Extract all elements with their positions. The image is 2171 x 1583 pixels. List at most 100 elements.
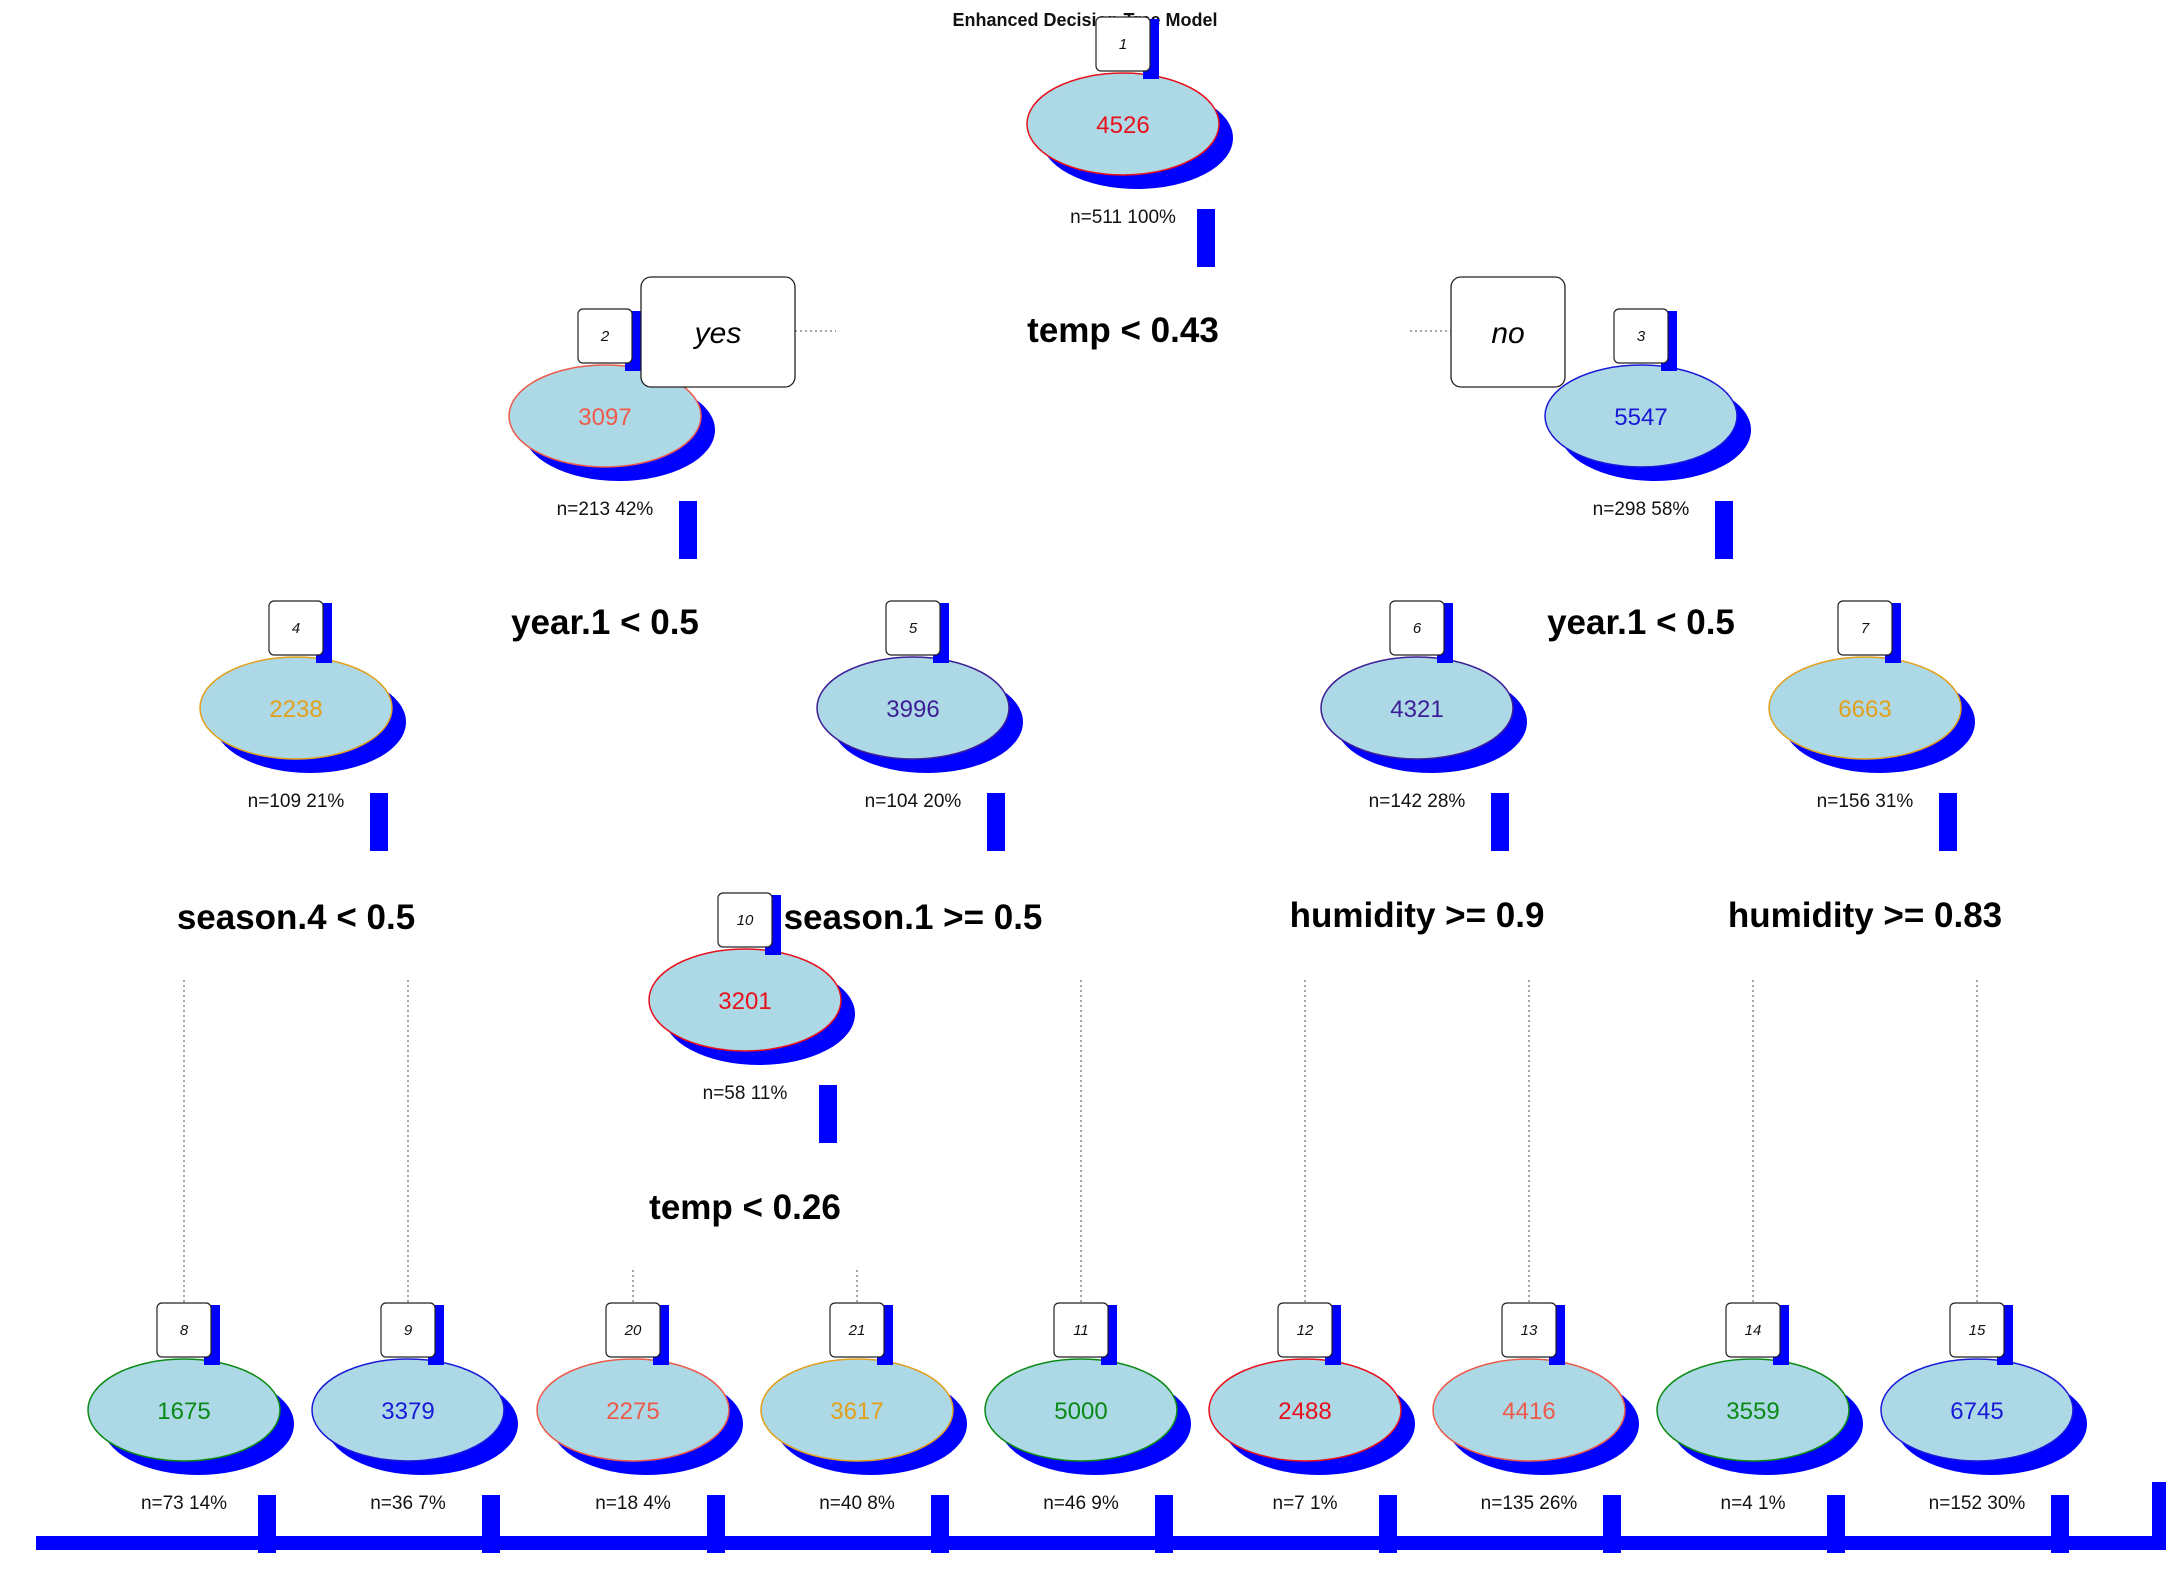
node-id-box: [885, 600, 941, 656]
node-shadow-bar: [258, 1495, 276, 1553]
node-id-label: 8: [180, 1322, 189, 1339]
node-ellipse: [1544, 364, 1738, 468]
node-id-box: [829, 1302, 885, 1358]
node-ellipse: [311, 1358, 505, 1462]
node-value: 3379: [381, 1398, 434, 1425]
node-value: 4321: [1390, 696, 1443, 723]
node-shadow-bar: [1715, 501, 1733, 559]
node-stats: n=36 7%: [370, 1493, 446, 1514]
node-stats: n=142 28%: [1369, 791, 1466, 812]
node-ellipse: [1768, 656, 1962, 760]
node-ellipse: [1208, 1358, 1402, 1462]
node-ellipse: [648, 948, 842, 1052]
node-shadow-bar: [931, 1495, 949, 1553]
node-shadow-bar: [679, 501, 697, 559]
node-id-box: [577, 308, 633, 364]
node-id-box: [1389, 600, 1445, 656]
bottom-shadow-bar: [36, 1536, 2166, 1550]
node-stats: n=104 20%: [865, 791, 962, 812]
split-rule-label: temp < 0.26: [649, 1188, 841, 1227]
node-ellipse: [760, 1358, 954, 1462]
node-shadow-bar: [1379, 1495, 1397, 1553]
node-shadow-bar: [482, 1495, 500, 1553]
node-stats: n=135 26%: [1481, 1493, 1578, 1514]
node-id-box: [1949, 1302, 2005, 1358]
tree-node: 15 6745 n=152 30%: [1880, 1302, 2087, 1553]
node-ellipse: [1320, 656, 1514, 760]
node-ellipse: [1026, 72, 1220, 176]
tree-node: 13 4416 n=135 26%: [1432, 1302, 1639, 1553]
node-ellipse: [508, 364, 702, 468]
node-stats: n=58 11%: [703, 1083, 788, 1104]
node-id-label: 1: [1119, 36, 1127, 53]
node-id-box: [1725, 1302, 1781, 1358]
node-stats: n=156 31%: [1817, 791, 1914, 812]
node-stats: n=213 42%: [557, 499, 654, 520]
split-rule-label: year.1 < 0.5: [1547, 603, 1735, 642]
node-id-label: 15: [1969, 1322, 1986, 1339]
node-ellipse: [984, 1358, 1178, 1462]
split-rule-label: humidity >= 0.83: [1728, 896, 2002, 935]
node-id-label: 12: [1297, 1322, 1314, 1339]
node-id-box: [1837, 600, 1893, 656]
node-value: 3201: [718, 988, 771, 1015]
node-id-box: [156, 1302, 212, 1358]
node-value: 2275: [606, 1398, 659, 1425]
node-shadow-bar: [819, 1085, 837, 1143]
node-id-label: 21: [848, 1322, 866, 1339]
node-stats: n=40 8%: [819, 1493, 895, 1514]
node-value: 3617: [830, 1398, 883, 1425]
branch-no: no: [1450, 276, 1566, 388]
node-id-box: [1613, 308, 1669, 364]
node-value: 1675: [157, 1398, 210, 1425]
node-id-box: [380, 1302, 436, 1358]
node-ellipse: [816, 656, 1010, 760]
node-stats: n=7 1%: [1273, 1493, 1338, 1514]
tree-node: 6 4321 n=142 28%: [1320, 600, 1527, 851]
node-shadow-bar: [2051, 1495, 2069, 1553]
node-stats: n=152 30%: [1929, 1493, 2026, 1514]
node-value: 5000: [1054, 1398, 1107, 1425]
node-id-label: 6: [1413, 620, 1422, 637]
node-id-box: [1053, 1302, 1109, 1358]
node-value: 2238: [269, 696, 322, 723]
node-id-box: [1095, 16, 1151, 72]
node-stats: n=46 9%: [1043, 1493, 1119, 1514]
node-ellipse: [1656, 1358, 1850, 1462]
node-id-box: [605, 1302, 661, 1358]
tree-node: 21 3617 n=40 8%: [760, 1302, 967, 1553]
node-value: 6745: [1950, 1398, 2003, 1425]
node-shadow-bar: [987, 793, 1005, 851]
split-rule-label: year.1 < 0.5: [511, 603, 699, 642]
branch-no-label: no: [1491, 317, 1524, 350]
node-ellipse: [87, 1358, 281, 1462]
node-id-box: [1277, 1302, 1333, 1358]
node-id-label: 10: [737, 912, 754, 929]
chart-title: Enhanced Decision Tree Model: [952, 10, 1217, 30]
node-value: 4416: [1502, 1398, 1555, 1425]
node-ellipse: [199, 656, 393, 760]
node-id-label: 2: [600, 328, 610, 345]
branch-yes-label: yes: [693, 317, 742, 350]
tree-node: 10 3201 n=58 11%: [648, 892, 855, 1143]
node-stats: n=298 58%: [1593, 499, 1690, 520]
node-id-box: [268, 600, 324, 656]
bottom-shadow-bar: [2152, 1482, 2166, 1550]
split-rule-label: temp < 0.43: [1027, 311, 1219, 350]
node-shadow-bar: [1603, 1495, 1621, 1553]
node-id-label: 13: [1521, 1322, 1538, 1339]
node-value: 6663: [1838, 696, 1891, 723]
branch-yes-box: [640, 276, 796, 388]
node-id-label: 5: [909, 620, 918, 637]
